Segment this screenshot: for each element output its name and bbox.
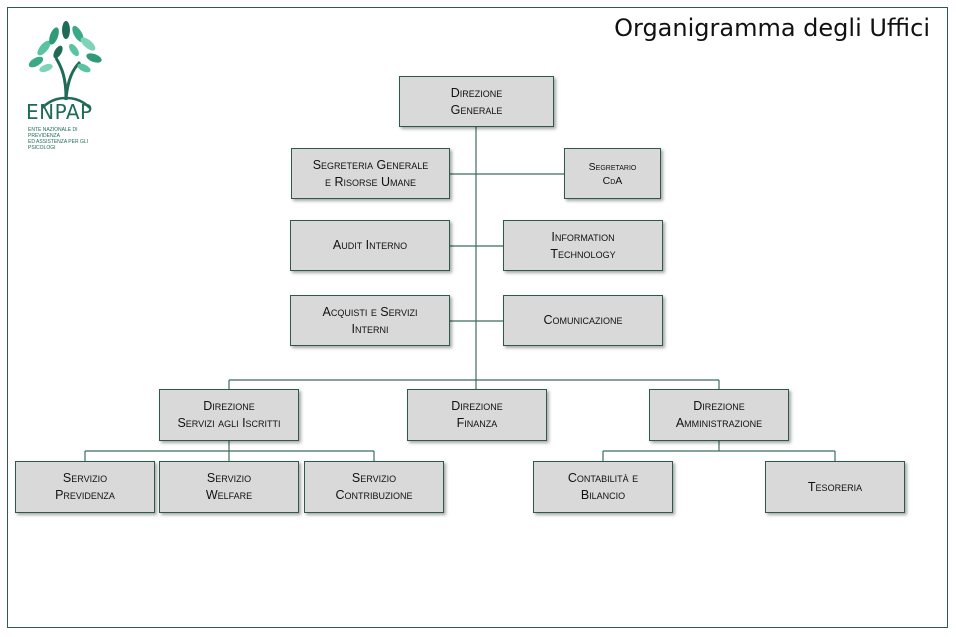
enpap-tree-logo	[28, 21, 102, 109]
node-audit-interno: Audit Interno	[290, 220, 450, 271]
node-contabilita-bilancio: Contabilità e Bilancio	[533, 461, 673, 513]
node-acquisti-servizi-interni: Acquisti e Servizi Interni	[290, 295, 450, 346]
logo-wordmark: ENPAP	[26, 100, 93, 124]
node-servizio-previdenza: Servizio Previdenza	[15, 461, 155, 513]
node-servizio-contribuzione: Servizio Contribuzione	[304, 461, 444, 513]
node-direzione-servizi-iscritti: Direzione Servizi agli Iscritti	[159, 389, 299, 441]
node-direzione-finanza: Direzione Finanza	[407, 389, 547, 441]
node-segreteria-generale: Segreteria Generale e Risorse Umane	[291, 148, 450, 199]
node-comunicazione: Comunicazione	[503, 295, 663, 346]
node-tesoreria: Tesoreria	[765, 461, 905, 513]
node-segretario-cda: Segretario CdA	[564, 148, 661, 199]
node-information-technology: Information Technology	[503, 220, 663, 271]
logo-tagline: ENTE NAZIONALE DI PREVIDENZA ED ASSISTEN…	[28, 127, 89, 151]
node-servizio-welfare: Servizio Welfare	[159, 461, 299, 513]
node-direzione-amministrazione: Direzione Amministrazione	[649, 389, 789, 441]
page-title: Organigramma degli Uffici	[614, 14, 930, 42]
node-direzione-generale: Direzione Generale	[399, 76, 554, 127]
